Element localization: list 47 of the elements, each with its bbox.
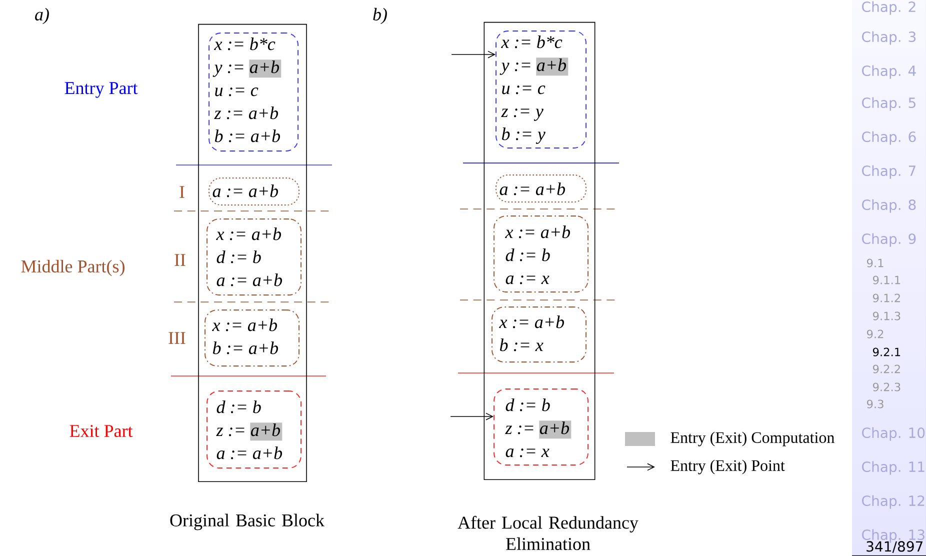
panel-label: a) bbox=[35, 8, 49, 24]
panel-label: b) bbox=[373, 8, 387, 24]
sidebar-link: 9.1.3 bbox=[872, 312, 900, 320]
block-label: Original Basic Block bbox=[170, 514, 324, 530]
basic-block bbox=[198, 24, 307, 482]
sidebar-link: 9.1.1 bbox=[872, 276, 900, 284]
code-box: x := a+b d := b a := a+b bbox=[206, 218, 302, 296]
part-label: Entry Part bbox=[64, 82, 138, 98]
arrow bbox=[451, 50, 496, 58]
page-number: 341/897 bbox=[866, 541, 922, 553]
sidebar-link: Chap. 12 bbox=[862, 495, 924, 509]
code-box: a := a+b bbox=[208, 178, 300, 206]
part-label: Middle Part(s) bbox=[21, 260, 124, 276]
block-label: After Local Redundancy Elimination bbox=[458, 516, 638, 550]
code-box: x := b*c y := a+b u := c z := a+b b := a+b bbox=[208, 32, 298, 152]
code-box: a := a+b bbox=[496, 174, 586, 202]
sidebar-link: 9.1 bbox=[866, 258, 884, 268]
sidebar-link: Chap. 7 bbox=[862, 165, 916, 179]
basic-block bbox=[484, 22, 596, 480]
sidebar-link: 9.3 bbox=[866, 400, 884, 408]
code-box: x := a+b b := x bbox=[492, 306, 586, 362]
legend-text: Entry (Exit) Point bbox=[670, 460, 785, 474]
code-box: x := a+b b := a+b bbox=[204, 310, 300, 366]
arrow bbox=[450, 412, 494, 420]
sidebar-link: Chap. 3 bbox=[862, 31, 916, 45]
sidebar-link: Chap. 11 bbox=[862, 461, 924, 475]
part-label: I bbox=[180, 186, 184, 198]
legend-text: Entry (Exit) Computation bbox=[670, 432, 834, 446]
sidebar-link: 9.2.2 bbox=[872, 364, 900, 374]
sidebar-link: Chap. 8 bbox=[862, 199, 916, 213]
sidebar-link: 9.2.3 bbox=[872, 382, 900, 392]
part-label: II bbox=[174, 254, 186, 266]
part-label: III bbox=[168, 332, 186, 344]
part-label: Exit Part bbox=[70, 424, 133, 438]
sidebar-link: Chap. 10 bbox=[862, 427, 925, 441]
sidebar-link: Chap. 2 bbox=[862, 1, 916, 15]
sidebar-link: Chap. 4 bbox=[862, 65, 916, 79]
sidebar-link: Chap. 5 bbox=[862, 97, 916, 111]
sidebar-link: Chap. 6 bbox=[862, 131, 916, 145]
code-box: d := b z := a+b a := a+b bbox=[206, 390, 302, 468]
code-box: x := a+b d := b a := x bbox=[494, 216, 588, 292]
code-box: x := b*c y := a+b u := c z := y b := y bbox=[496, 30, 586, 148]
sidebar-link: Chap. 9 bbox=[862, 233, 916, 247]
sidebar-link: 9.1.2 bbox=[872, 294, 900, 302]
sidebar-link: 9.2 bbox=[866, 330, 884, 338]
sidebar-link: 9.2.1 bbox=[872, 348, 900, 356]
code-box: d := b z := a+b a := x bbox=[494, 388, 588, 466]
